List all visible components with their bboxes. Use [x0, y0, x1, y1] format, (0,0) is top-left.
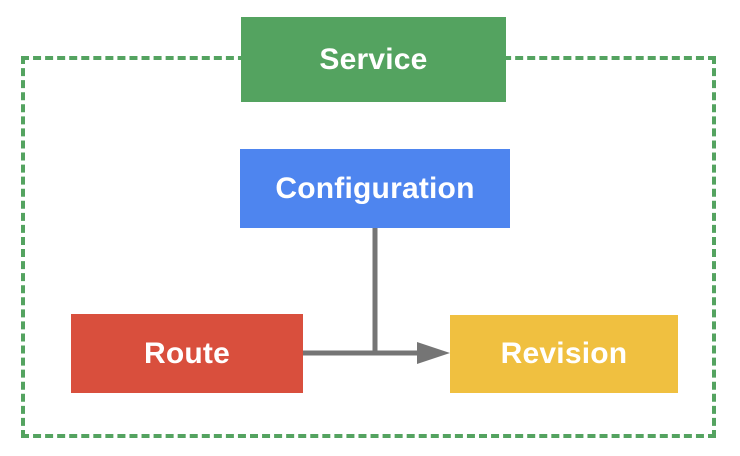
node-service[interactable]: Service	[241, 17, 506, 102]
arrowhead-icon	[417, 342, 450, 364]
node-configuration[interactable]: Configuration	[240, 149, 510, 228]
node-route[interactable]: Route	[71, 314, 303, 393]
node-revision-label: Revision	[500, 337, 628, 370]
node-configuration-label: Configuration	[275, 171, 475, 205]
node-service-label: Service	[319, 42, 428, 76]
node-revision[interactable]: Revision	[450, 315, 678, 393]
node-route-label: Route	[144, 336, 230, 370]
